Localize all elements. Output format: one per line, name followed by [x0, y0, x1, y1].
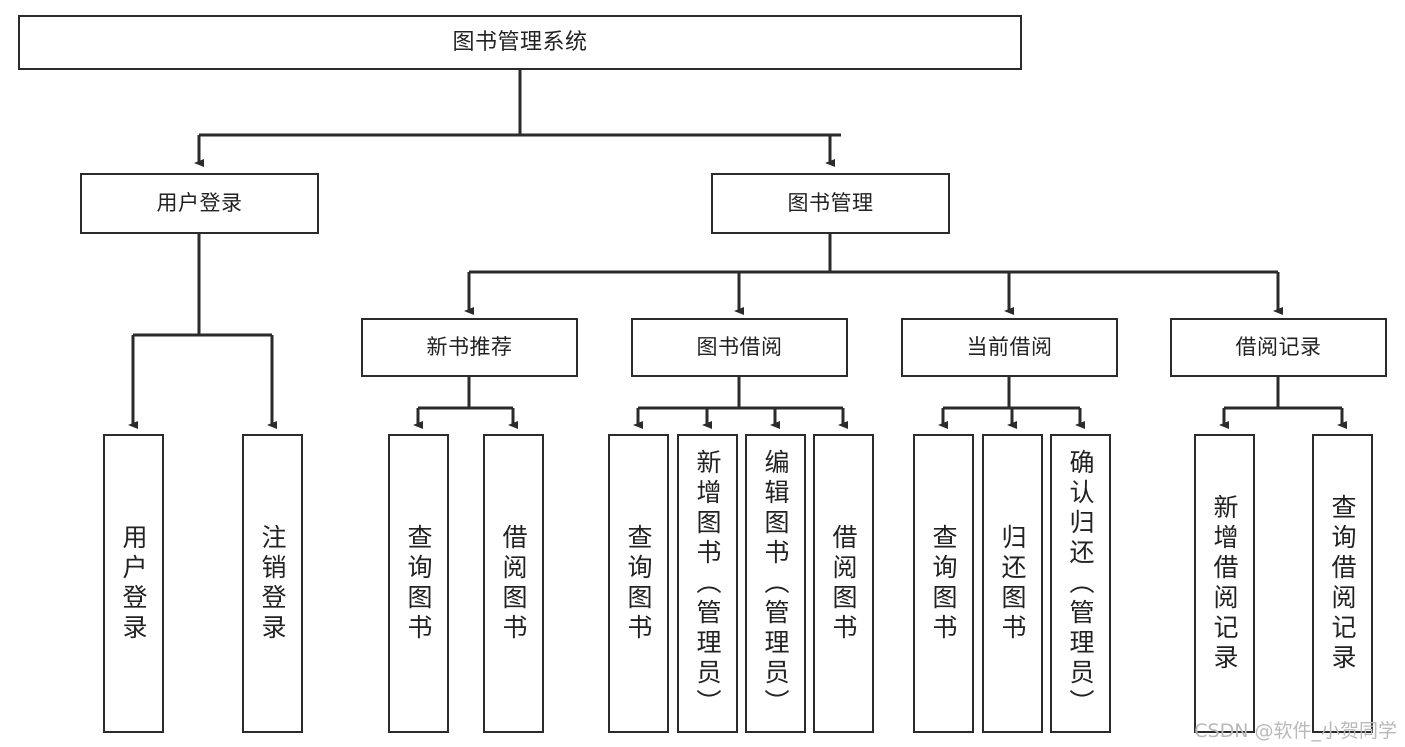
node-label: 归还图书 — [998, 523, 1027, 644]
node-label: 查询借阅记录 — [1328, 493, 1357, 674]
node-label: 查询图书 — [929, 523, 958, 644]
leaf-user-login[interactable]: 用户登录 — [103, 434, 164, 733]
leaf-user-logout[interactable]: 注销登录 — [242, 434, 303, 733]
leaf-edit-book-admin[interactable]: 编辑图书（管理员） — [745, 434, 806, 733]
node-label: 新增图书（管理员） — [693, 448, 722, 719]
node-label: 查询图书 — [624, 523, 653, 644]
node-label: 图书借阅 — [696, 335, 783, 360]
node-current-borrow[interactable]: 当前借阅 — [901, 318, 1118, 377]
leaf-add-borrow-record[interactable]: 新增借阅记录 — [1194, 434, 1255, 733]
node-label: 查询图书 — [404, 523, 433, 644]
node-label: 借阅图书 — [499, 523, 528, 644]
node-book-borrow[interactable]: 图书借阅 — [631, 318, 848, 377]
node-label: 注销登录 — [258, 523, 287, 644]
node-label: 当前借阅 — [966, 335, 1053, 360]
node-label: 借阅图书 — [829, 523, 858, 644]
node-user-login[interactable]: 用户登录 — [80, 173, 319, 234]
node-borrow-record[interactable]: 借阅记录 — [1170, 318, 1387, 377]
node-book-management[interactable]: 图书管理 — [711, 173, 950, 234]
csdn-watermark: CSDN @软件_小贺同学 — [1194, 720, 1397, 742]
leaf-query-book-borrow[interactable]: 查询图书 — [608, 434, 669, 733]
node-label: 用户登录 — [156, 191, 243, 216]
node-new-book-recommend[interactable]: 新书推荐 — [361, 318, 578, 377]
leaf-borrow-book-recommend[interactable]: 借阅图书 — [483, 434, 544, 733]
node-label: 新书推荐 — [426, 335, 513, 360]
node-label: 确认归还（管理员） — [1066, 448, 1095, 719]
node-label: 编辑图书（管理员） — [761, 448, 790, 719]
node-label: 新增借阅记录 — [1210, 493, 1239, 674]
leaf-borrow-book[interactable]: 借阅图书 — [813, 434, 874, 733]
node-root-book-management-system[interactable]: 图书管理系统 — [18, 15, 1022, 70]
leaf-return-book[interactable]: 归还图书 — [982, 434, 1043, 733]
leaf-query-borrow-record[interactable]: 查询借阅记录 — [1312, 434, 1373, 733]
node-label: 借阅记录 — [1235, 335, 1322, 360]
leaf-add-book-admin[interactable]: 新增图书（管理员） — [677, 434, 738, 733]
leaf-confirm-return-admin[interactable]: 确认归还（管理员） — [1050, 434, 1111, 733]
leaf-query-book-recommend[interactable]: 查询图书 — [388, 434, 449, 733]
node-label: 图书管理 — [787, 191, 874, 216]
node-label: 用户登录 — [119, 523, 148, 644]
node-label: 图书管理系统 — [452, 29, 588, 55]
leaf-query-book-current[interactable]: 查询图书 — [913, 434, 974, 733]
